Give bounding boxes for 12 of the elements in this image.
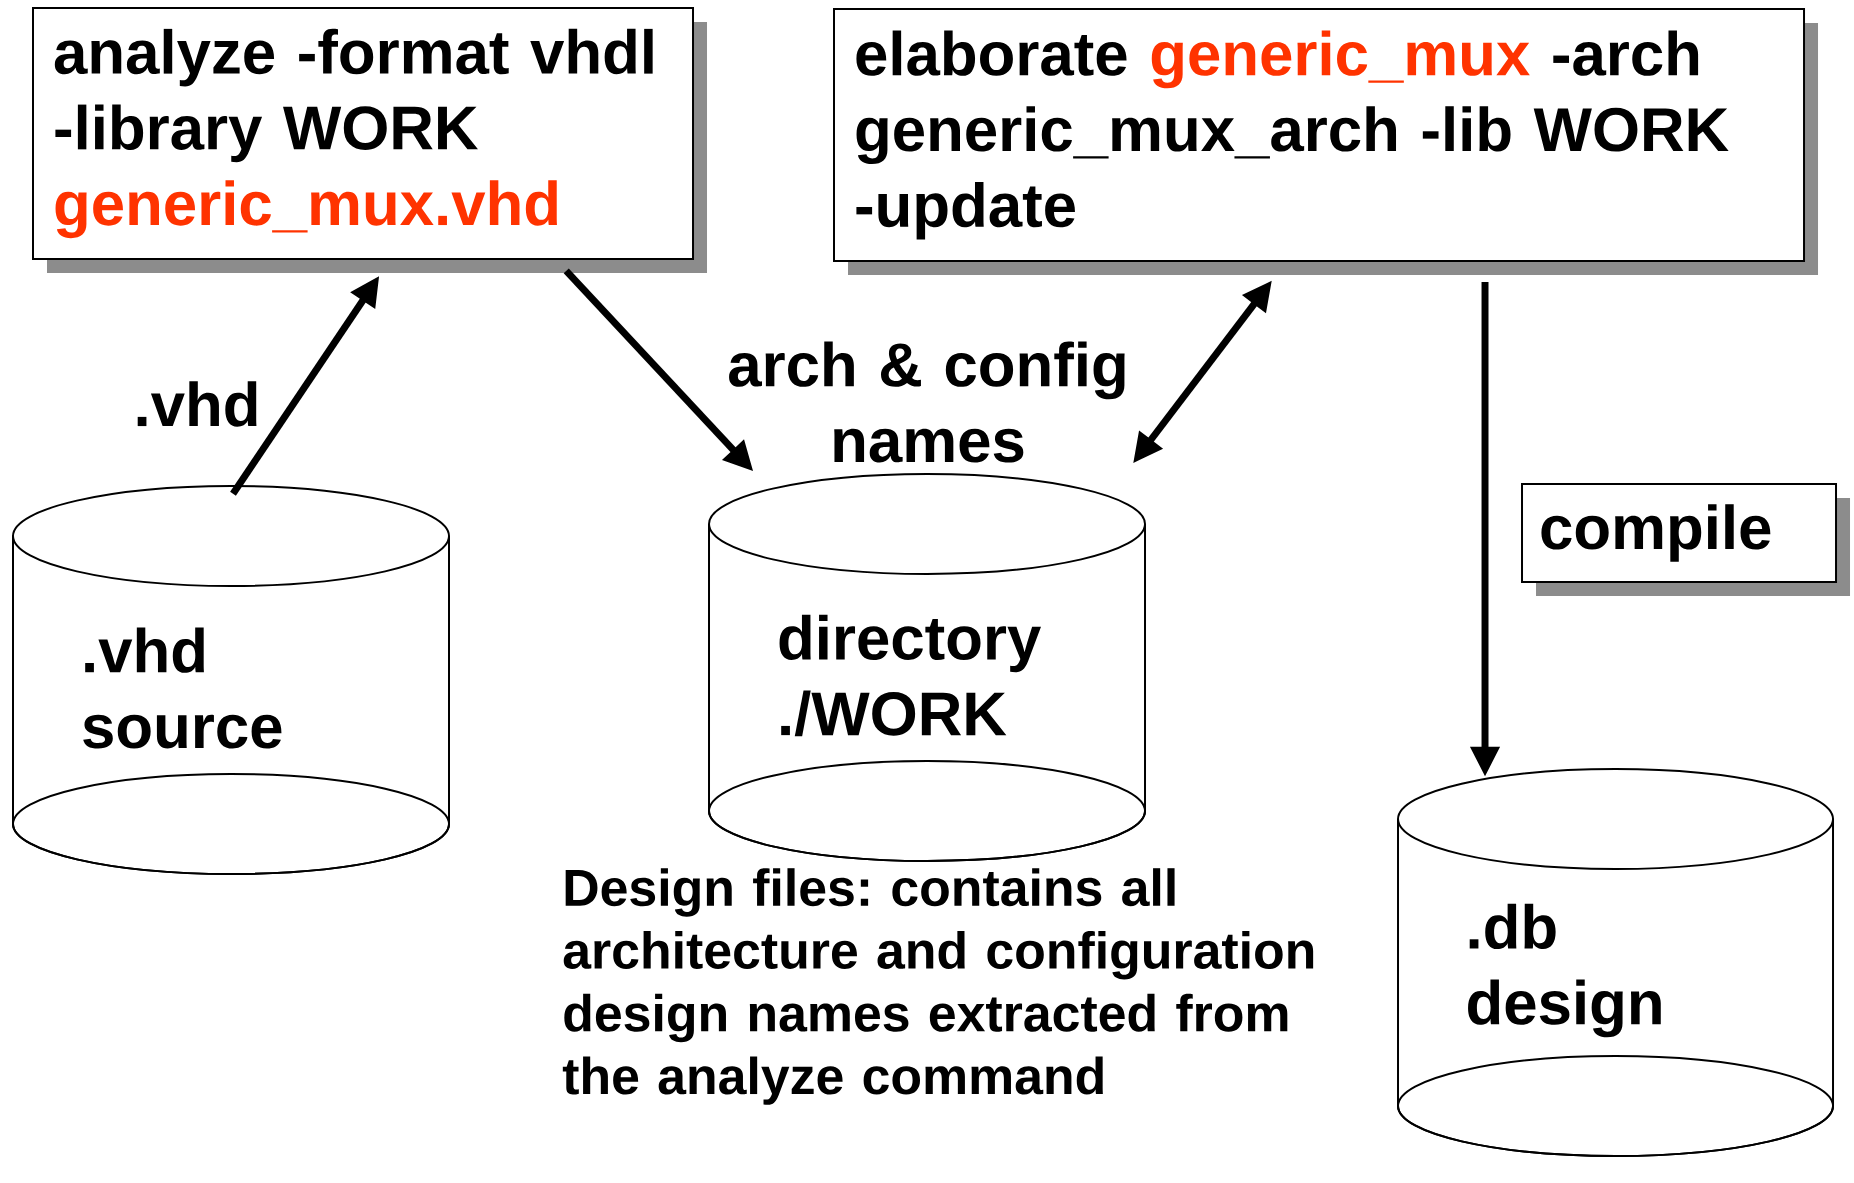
- edge-label: .vhd: [137, 381, 257, 427]
- cylinder: directory ./WORK: [708, 473, 1146, 862]
- edge-label: arch & config names: [729, 341, 1125, 463]
- cylinder: .vhd source: [12, 485, 450, 875]
- node-label: directory ./WORK: [779, 614, 1041, 737]
- command-box: elaborate generic_mux -arch generic_mux_arch -lib WORK -update: [833, 8, 1818, 275]
- cylinder: .db design: [1397, 768, 1834, 1157]
- note-text: Design files: contains all architecture and configuration design names extracted from the analyze command: [562, 868, 1314, 1105]
- command-box: analyze -format vhdl -library WORK generic_mux.vhd: [32, 7, 707, 273]
- node-label: .db design: [1468, 903, 1661, 1038]
- command-box: compile: [1521, 483, 1850, 596]
- node-label: .vhd source: [83, 627, 282, 749]
